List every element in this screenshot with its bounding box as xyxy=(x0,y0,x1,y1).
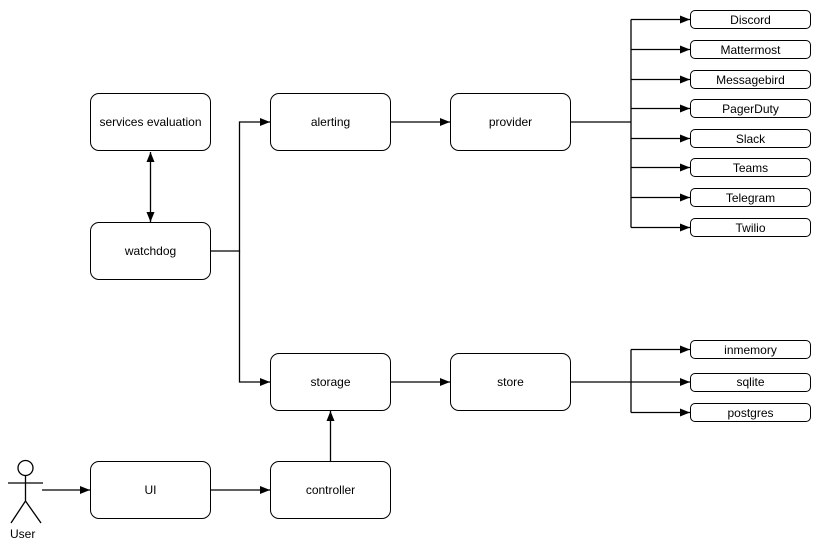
node-alerting: alerting xyxy=(270,93,391,151)
node-provider-telegram: Telegram xyxy=(690,188,811,207)
node-store: store xyxy=(450,353,571,411)
node-provider-teams: Teams xyxy=(690,158,811,177)
node-controller: controller xyxy=(270,461,391,519)
node-watchdog: watchdog xyxy=(90,222,211,280)
user-actor-label: User xyxy=(10,527,36,541)
node-provider-twilio: Twilio xyxy=(690,218,811,237)
node-provider-pagerduty: PagerDuty xyxy=(690,99,811,118)
node-provider-mattermost: Mattermost xyxy=(690,40,811,59)
node-services-evaluation: services evaluation xyxy=(90,93,211,151)
node-store-postgres: postgres xyxy=(690,403,811,422)
node-store-sqlite: sqlite xyxy=(690,372,811,392)
node-provider: provider xyxy=(450,93,571,151)
node-provider-slack: Slack xyxy=(690,129,811,148)
user-actor-icon xyxy=(8,459,43,524)
node-storage: storage xyxy=(270,353,391,411)
edge-provider-trunk xyxy=(571,19,632,228)
node-provider-discord: Discord xyxy=(690,10,811,29)
node-store-inmemory: inmemory xyxy=(690,340,811,359)
node-ui: UI xyxy=(90,461,211,519)
edge-store-trunk xyxy=(571,349,632,413)
node-provider-messagebird: Messagebird xyxy=(690,70,811,89)
edge-watchdog-alerting xyxy=(211,118,270,252)
edge-watchdog-storage xyxy=(238,251,270,386)
